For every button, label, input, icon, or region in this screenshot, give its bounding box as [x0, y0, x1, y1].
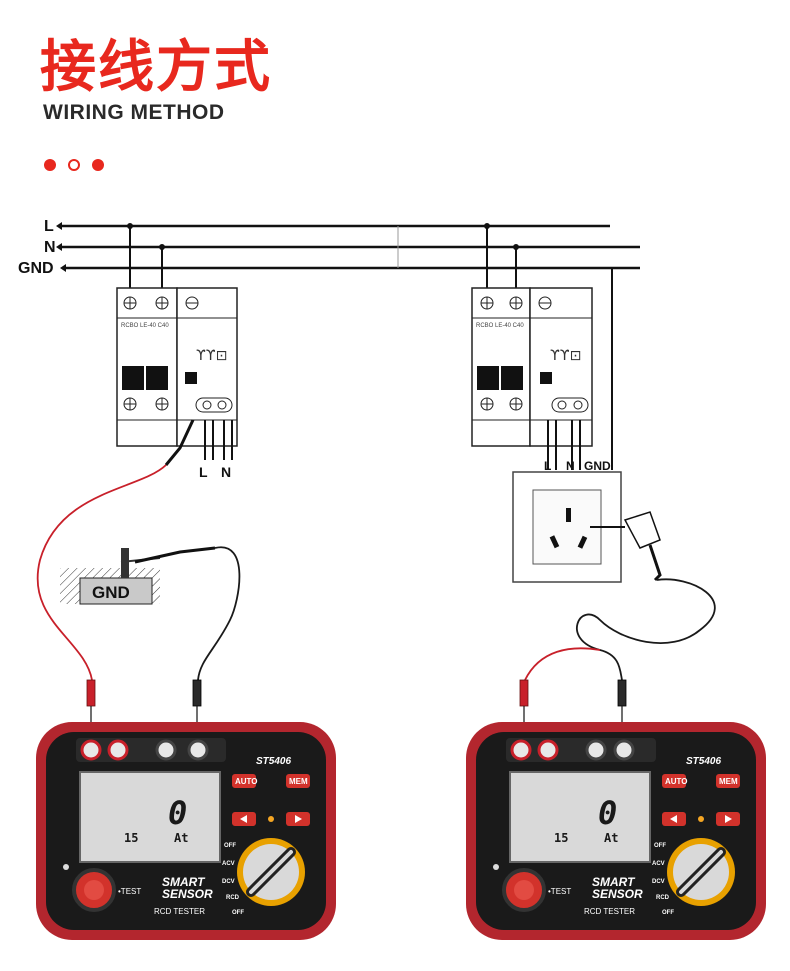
power-lines: L N GND [18, 218, 640, 470]
left-probes: GND [36, 419, 241, 742]
left-jack-1[interactable] [80, 739, 102, 761]
wall-socket [512, 471, 716, 742]
right-breaker-text: RCBO LE-40 C40 [476, 323, 524, 329]
left-mem-label: MEM [289, 777, 308, 786]
left-dial-off-bottom: OFF [232, 910, 244, 916]
right-jack-4[interactable] [613, 739, 635, 761]
line-n-label: N [44, 239, 56, 256]
page-title: 接线方式 [40, 35, 272, 100]
left-dial-rcd: RCD [226, 895, 240, 901]
right-lcd [509, 771, 651, 863]
left-breaker: RCBO LE-40 C40 ϒϒ⊡ L N [116, 223, 238, 480]
right-jack-1[interactable] [510, 739, 532, 761]
right-auto-button[interactable] [662, 774, 686, 788]
left-mem-button[interactable] [286, 774, 310, 788]
left-dial-dcv: DCV [222, 879, 235, 885]
left-lcd-small-left: 15 [124, 831, 138, 845]
right-brand-line2: SENSOR [592, 887, 643, 901]
page-subtitle: WIRING METHOD [43, 101, 225, 124]
left-brand-line1: SMART [162, 875, 206, 889]
left-breaker-text: RCBO LE-40 C40 [121, 323, 169, 329]
left-jack-4[interactable] [187, 739, 209, 761]
left-jack-3[interactable] [155, 739, 177, 761]
pager-dot-1[interactable] [44, 159, 56, 171]
right-tester-subtitle: RCD TESTER [584, 907, 635, 916]
left-output-l: L [199, 464, 208, 480]
left-dial-acv: ACV [222, 861, 235, 867]
left-auto-button[interactable] [232, 774, 256, 788]
right-dial-off-top: OFF [654, 843, 666, 849]
right-dial-off-bottom: OFF [662, 910, 674, 916]
left-output-n: N [221, 464, 231, 480]
right-backlight-icon[interactable] [698, 816, 704, 822]
line-l-label: L [44, 218, 54, 235]
svg-text:ϒϒ⊡: ϒϒ⊡ [196, 348, 227, 364]
right-auto-label: AUTO [665, 777, 688, 786]
right-dial-dcv: DCV [652, 879, 665, 885]
right-lcd-small-left: 15 [554, 831, 568, 845]
right-jack-3[interactable] [585, 739, 607, 761]
right-output-l: L [544, 459, 551, 473]
right-tester-model: ST5406 [686, 756, 721, 767]
right-test-label: •TEST [548, 887, 571, 896]
left-lcd-small-right: At [174, 831, 188, 845]
right-output-n: N [566, 459, 575, 473]
pager-dots [44, 159, 104, 171]
left-tester-model: ST5406 [256, 756, 291, 767]
svg-text:ϒϒ⊡: ϒϒ⊡ [550, 348, 581, 364]
left-dial-off-top: OFF [224, 843, 236, 849]
right-lcd-main: 0 [598, 794, 617, 832]
right-mem-label: MEM [719, 777, 738, 786]
right-jack-2[interactable] [537, 739, 559, 761]
left-tester: ST5406 0 15 At AUTO MEM OFF ACV DCV RCD … [36, 722, 336, 940]
ground-label: GND [92, 583, 130, 602]
line-gnd-label: GND [18, 260, 54, 277]
left-tester-subtitle: RCD TESTER [154, 907, 205, 916]
left-auto-label: AUTO [235, 777, 258, 786]
left-test-label: •TEST [118, 887, 141, 896]
right-mem-button[interactable] [716, 774, 740, 788]
right-lcd-small-right: At [604, 831, 618, 845]
right-dial-acv: ACV [652, 861, 665, 867]
right-brand-line1: SMART [592, 875, 636, 889]
left-lcd [79, 771, 221, 863]
right-output-gnd: GND [584, 459, 611, 473]
right-tester: ST5406 0 15 At AUTO MEM OFF ACV DCV RCD … [466, 722, 766, 940]
left-brand-line2: SENSOR [162, 887, 213, 901]
pager-dot-3[interactable] [92, 159, 104, 171]
right-dial-rcd: RCD [656, 895, 670, 901]
left-backlight-icon[interactable] [268, 816, 274, 822]
pager-dot-2[interactable] [68, 159, 80, 171]
right-breaker: RCBO LE-40 C40 ϒϒ⊡ L N GND [471, 223, 611, 473]
left-jack-2[interactable] [107, 739, 129, 761]
left-lcd-main: 0 [168, 794, 187, 832]
